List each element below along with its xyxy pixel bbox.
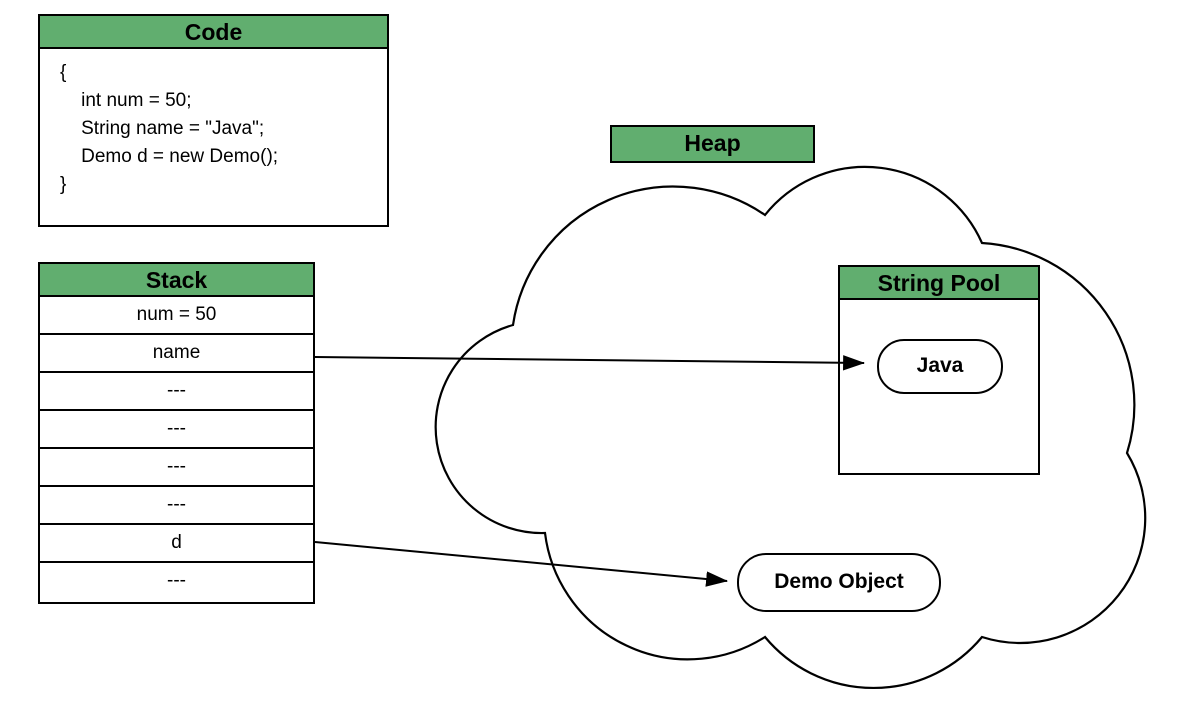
- code-line: {: [60, 62, 67, 83]
- code-line: }: [60, 174, 67, 195]
- arrow-d-to-demo-object: [314, 541, 729, 587]
- stack-row-empty: ---: [167, 570, 186, 591]
- stack-row-d: d: [40, 525, 313, 563]
- stack-title: Stack: [40, 264, 313, 297]
- arrow-name-to-java: [314, 355, 866, 371]
- code-line: Demo d = new Demo();: [60, 146, 279, 167]
- code-line: int num = 50;: [60, 90, 192, 111]
- heap-label: Heap: [610, 125, 815, 163]
- stack-row-empty: ---: [40, 411, 313, 449]
- string-pool-java-object: Java: [877, 339, 1003, 394]
- code-snippet: { int num = 50; String name = "Java"; De…: [40, 49, 387, 199]
- stack-row-empty: ---: [40, 487, 313, 525]
- code-box-title: Code: [40, 16, 387, 49]
- heap-demo-object: Demo Object: [737, 553, 941, 612]
- code-line: String name = "Java";: [60, 118, 265, 139]
- stack-row-num: num = 50: [40, 297, 313, 335]
- stack-row-empty: ---: [40, 449, 313, 487]
- string-pool-title: String Pool: [840, 267, 1038, 300]
- stack-row-name: name: [40, 335, 313, 373]
- stack-box: Stack num = 50 name --- --- --- --- d --…: [38, 262, 315, 604]
- code-box: Code { int num = 50; String name = "Java…: [38, 14, 389, 227]
- stack-row-empty: ---: [40, 373, 313, 411]
